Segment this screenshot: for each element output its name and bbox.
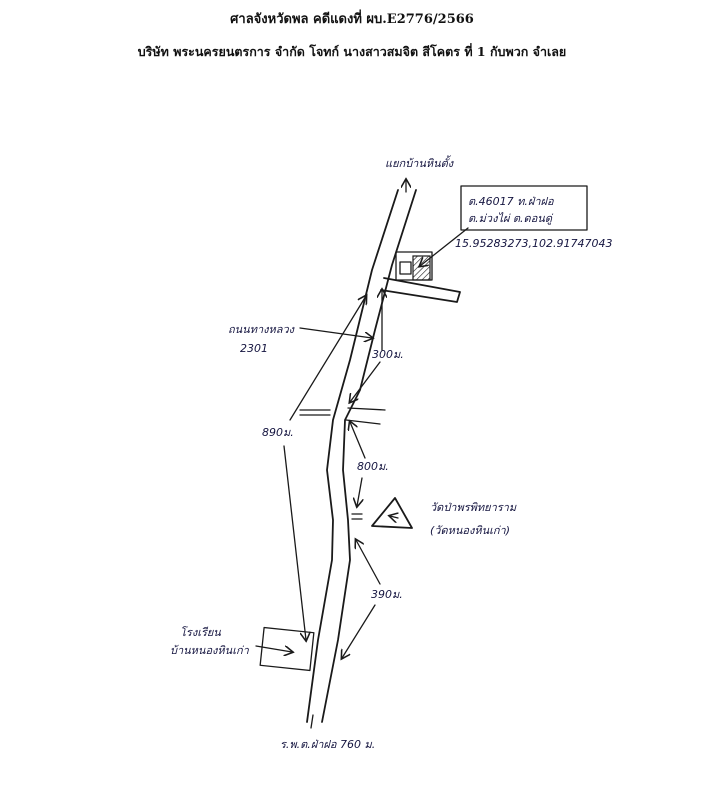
main-road-right-edge [321,189,417,723]
temple-alt-name: (วัดหนองหินเก่า) [430,524,510,537]
temple-access [351,513,363,520]
dist-800-arrow-up [350,422,366,459]
plot-pointer-arrow [420,227,469,266]
temple-name: วัดป่าพรพิทยาราม [430,501,517,514]
temple-icon [371,497,413,529]
south-road-end [310,714,314,729]
road-name-label: ถนนทางหลวง [228,323,296,336]
school-pointer [255,645,292,652]
distance-300m: 300ม. [372,348,404,361]
school-name: บ้านหนองหินเก่า [170,644,250,657]
side-road [380,277,461,303]
plot-coordinates: 15.95283273,102.91747043 [455,237,612,250]
bottom-destination-label: ร.พ.ต.ฝ่าฝอ 760 ม. [280,738,375,751]
road-number-label: 2301 [240,342,268,355]
case-parties: บริษัท พระนครยนตรการ จำกัด โจทก์ นางสาวส… [137,44,567,59]
dist-890-arrow-up [289,296,366,421]
dist-890-arrow-down [283,445,306,640]
road-label-arrow [299,327,372,338]
distance-390m: 390ม. [371,588,403,601]
school-label: โรงเรียน [180,626,221,639]
temple-pointer [390,516,398,518]
dist-800-arrow-down [357,477,362,506]
court-case-title: ศาลจังหวัดพล คดีแดงที่ ผบ.E2776/2566 [230,12,474,27]
plot-info-box [460,185,588,231]
junction-label-top: แยกบ้านหินตั้ง [385,155,455,170]
house-icon [399,261,412,275]
distance-890m: 890ม. [262,426,294,439]
junction-right-1 [347,407,386,411]
plot-info-line2: ต.ม่วงไผ่ ต.ดอนดู่ [468,212,554,225]
dist-390-arrow-down [342,604,376,658]
plot-info-line1: ต.46017 ท.ฝ่าฝอ [468,195,554,208]
dist-300-arrow-down [350,361,381,402]
distance-800m: 800ม. [357,460,389,473]
dist-390-arrow-up [356,540,381,585]
